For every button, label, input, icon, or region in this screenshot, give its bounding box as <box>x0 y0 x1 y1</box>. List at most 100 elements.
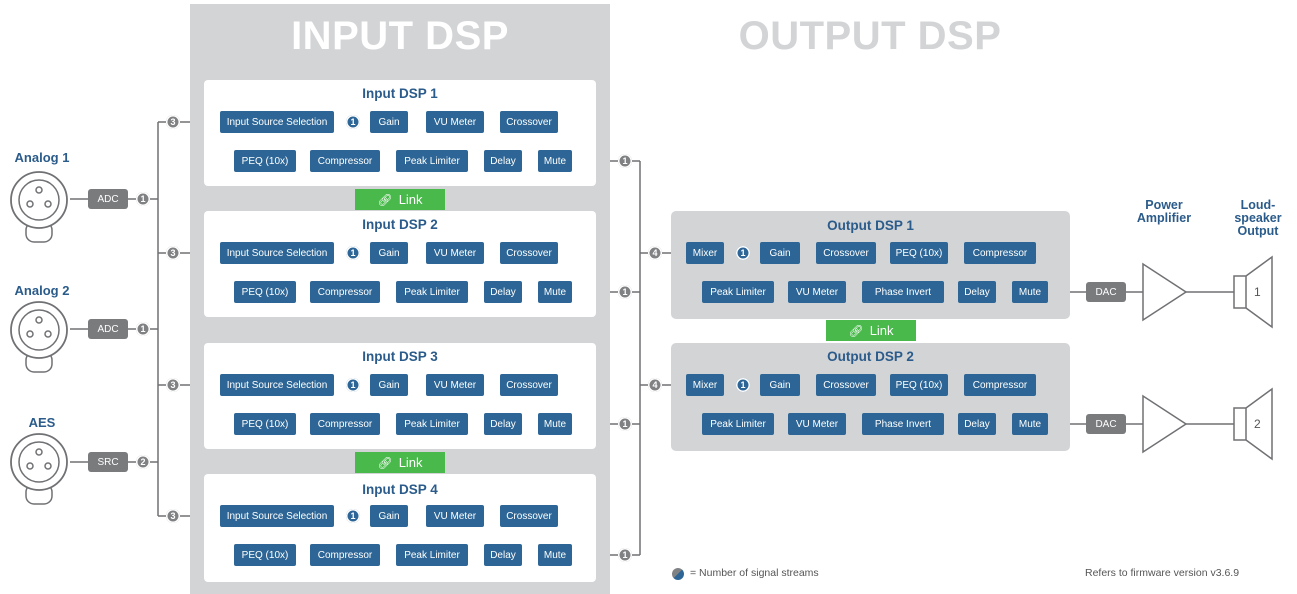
firmware-note: Refers to firmware version v3.6.9 <box>1085 567 1240 579</box>
peak-limiter-block: Peak Limiter <box>396 413 468 435</box>
stream-count-badge: 4 <box>648 378 662 392</box>
peq-block: PEQ (10x) <box>890 374 948 396</box>
gain-block: Gain <box>370 374 408 396</box>
crossover-block: Crossover <box>500 242 558 264</box>
source-aes-label: AES <box>28 415 56 430</box>
mute-block: Mute <box>1012 281 1048 303</box>
dac-block: DAC <box>1086 414 1126 434</box>
chain-link-icon: 🔗︎ <box>377 455 393 470</box>
power-amplifier-header: Power Amplifier <box>1126 199 1202 225</box>
stream-legend-text: = Number of signal streams <box>690 567 819 579</box>
stream-count-badge: 1 <box>618 417 632 431</box>
gain-block: Gain <box>370 111 408 133</box>
speaker-number: 2 <box>1254 417 1261 431</box>
chain-link-icon: 🔗︎ <box>377 192 393 207</box>
input-source-selection-block: Input Source Selection <box>220 374 334 396</box>
header-line: speaker <box>1234 211 1282 225</box>
delay-block: Delay <box>484 413 522 435</box>
xlr-connector-icon <box>10 301 68 373</box>
dac-block: DAC <box>1086 282 1126 302</box>
stream-count-badge: 1 <box>346 246 360 260</box>
compressor-block: Compressor <box>964 242 1036 264</box>
link-label: Link <box>398 455 423 470</box>
header-line: Output <box>1237 224 1279 238</box>
delay-block: Delay <box>484 281 522 303</box>
vu-meter-block: VU Meter <box>426 374 484 396</box>
stream-count-badge: 3 <box>166 378 180 392</box>
gain-block: Gain <box>370 505 408 527</box>
peak-limiter-block: Peak Limiter <box>702 281 774 303</box>
link-input-1-2-button[interactable]: 🔗︎ Link <box>355 189 445 210</box>
link-label: Link <box>398 192 423 207</box>
output-dsp-heading: OUTPUT DSP <box>738 14 1002 58</box>
mute-block: Mute <box>1012 413 1048 435</box>
header-line: Power <box>1145 198 1183 212</box>
stream-count-badge: 1 <box>346 378 360 392</box>
header-line: Amplifier <box>1136 211 1192 225</box>
adc-block: ADC <box>88 319 128 339</box>
crossover-block: Crossover <box>816 374 876 396</box>
input-dsp-title: Input DSP 2 <box>362 217 438 232</box>
stream-count-badge: 1 <box>736 378 750 392</box>
speaker-1-symbol <box>1233 255 1273 329</box>
speaker-number: 1 <box>1254 285 1261 299</box>
link-output-1-2-button[interactable]: 🔗︎ Link <box>826 320 916 341</box>
mixer-block: Mixer <box>686 374 724 396</box>
stream-count-badge: 1 <box>346 115 360 129</box>
delay-block: Delay <box>958 281 996 303</box>
xlr-connector-icon <box>10 171 68 243</box>
source-analog-2-label: Analog 2 <box>14 283 70 298</box>
mute-block: Mute <box>538 544 572 566</box>
phase-invert-block: Phase Invert <box>862 281 944 303</box>
stream-count-badge: 1 <box>346 509 360 523</box>
mute-block: Mute <box>538 413 572 435</box>
input-dsp-title: Input DSP 3 <box>362 349 438 364</box>
stream-count-badge: 4 <box>648 246 662 260</box>
stream-count-badge: 1 <box>618 285 632 299</box>
adc-block: ADC <box>88 189 128 209</box>
peak-limiter-block: Peak Limiter <box>396 150 468 172</box>
stream-count-badge: 3 <box>166 509 180 523</box>
mute-block: Mute <box>538 150 572 172</box>
peak-limiter-block: Peak Limiter <box>702 413 774 435</box>
link-label: Link <box>869 323 894 338</box>
stream-count-badge: 1 <box>736 246 750 260</box>
peq-block: PEQ (10x) <box>234 413 296 435</box>
stream-count-badge: 2 <box>136 455 150 469</box>
gain-block: Gain <box>760 242 800 264</box>
vu-meter-block: VU Meter <box>426 111 484 133</box>
source-analog-1-label: Analog 1 <box>14 150 70 165</box>
stream-count-badge: 1 <box>618 548 632 562</box>
vu-meter-block: VU Meter <box>788 281 846 303</box>
peak-limiter-block: Peak Limiter <box>396 281 468 303</box>
peq-block: PEQ (10x) <box>234 281 296 303</box>
phase-invert-block: Phase Invert <box>862 413 944 435</box>
gain-block: Gain <box>760 374 800 396</box>
amplifier-1-symbol <box>1142 262 1188 322</box>
output-dsp-title: Output DSP 2 <box>827 349 914 364</box>
link-input-3-4-button[interactable]: 🔗︎ Link <box>355 452 445 473</box>
xlr-connector-icon <box>10 433 68 505</box>
delay-block: Delay <box>484 150 522 172</box>
peak-limiter-block: Peak Limiter <box>396 544 468 566</box>
src-block: SRC <box>88 452 128 472</box>
amplifier-2-symbol <box>1142 394 1188 454</box>
peq-block: PEQ (10x) <box>234 150 296 172</box>
stream-count-badge: 3 <box>166 246 180 260</box>
crossover-block: Crossover <box>500 505 558 527</box>
vu-meter-block: VU Meter <box>426 505 484 527</box>
stream-count-badge: 3 <box>166 115 180 129</box>
vu-meter-block: VU Meter <box>788 413 846 435</box>
input-dsp-title: Input DSP 4 <box>362 482 438 497</box>
vu-meter-block: VU Meter <box>426 242 484 264</box>
delay-block: Delay <box>484 544 522 566</box>
chain-link-icon: 🔗︎ <box>848 323 864 338</box>
header-line: Loud- <box>1240 198 1276 212</box>
crossover-block: Crossover <box>816 242 876 264</box>
input-dsp-title: Input DSP 1 <box>362 86 438 101</box>
compressor-block: Compressor <box>310 413 380 435</box>
input-dsp-heading: INPUT DSP <box>291 14 509 58</box>
gain-block: Gain <box>370 242 408 264</box>
crossover-block: Crossover <box>500 374 558 396</box>
input-source-selection-block: Input Source Selection <box>220 111 334 133</box>
